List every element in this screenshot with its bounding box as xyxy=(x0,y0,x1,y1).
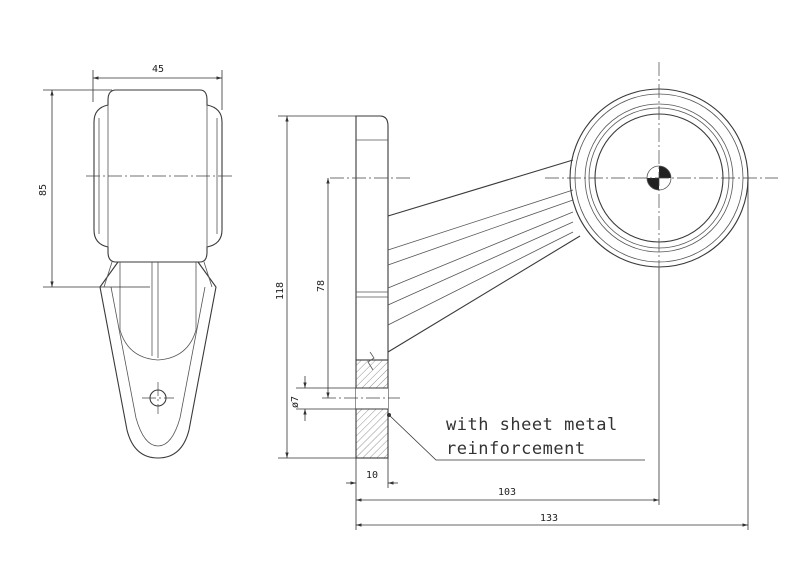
side-dimensions: 118 78 ø7 10 103 133 xyxy=(275,115,749,530)
dim-118: 118 xyxy=(275,282,286,300)
dim-hole-diameter: ø7 xyxy=(290,396,301,408)
dim-45: 45 xyxy=(152,64,164,75)
side-view xyxy=(322,62,778,459)
dim-133: 133 xyxy=(540,513,558,524)
front-view xyxy=(86,89,232,459)
front-dimensions: 45 85 xyxy=(38,64,223,288)
note-line-2: reinforcement xyxy=(446,439,586,459)
reinforcement-note: with sheet metal reinforcement xyxy=(387,413,645,461)
dim-85: 85 xyxy=(38,184,49,196)
dim-10: 10 xyxy=(366,470,378,481)
dim-78: 78 xyxy=(316,280,327,292)
note-line-1: with sheet metal xyxy=(446,415,618,435)
dim-103: 103 xyxy=(498,487,516,498)
